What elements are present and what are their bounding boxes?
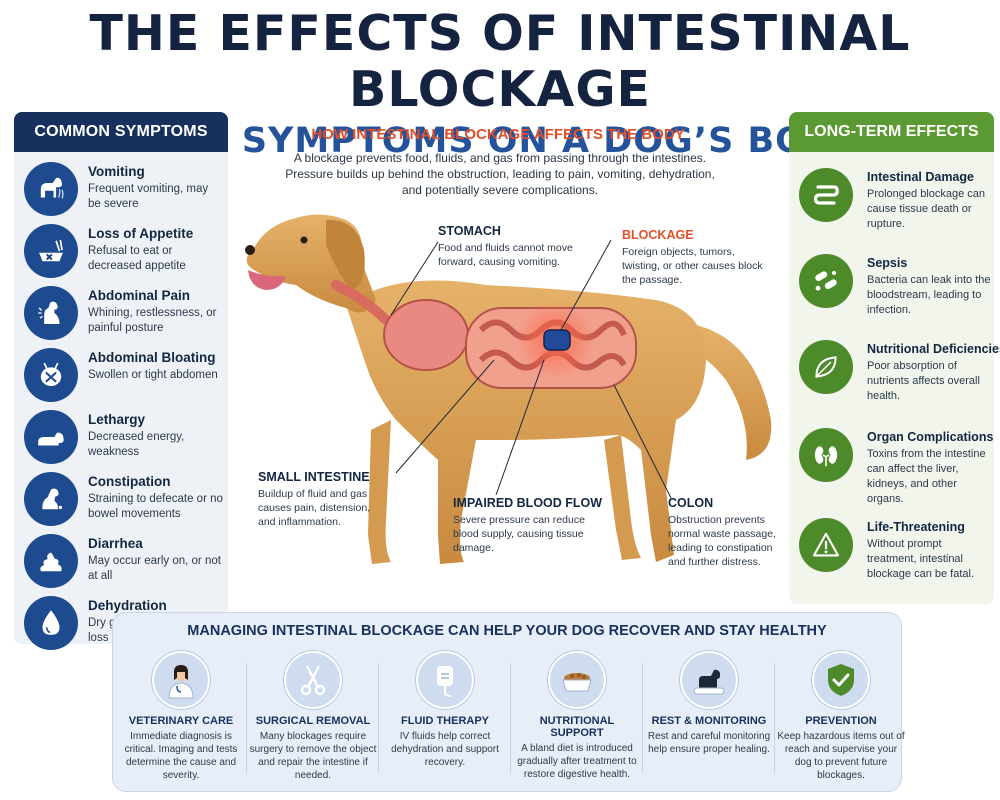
card-nutritional-support: NUTRITIONAL SUPPORT A bland diet is intr…: [513, 649, 641, 787]
label-impaired-blood-flow: IMPAIRED BLOOD FLOW Severe pressure can …: [453, 496, 603, 554]
dog-back-leg: [604, 435, 641, 560]
symptom-abdominal-pain: Abdominal Pain Whining, restlessness, or…: [20, 286, 226, 346]
dog-tongue: [248, 270, 286, 290]
blockage-object: [543, 329, 571, 351]
food-bowl-icon: [24, 224, 78, 278]
bacteria-icon: [799, 254, 853, 308]
scissors-icon: [284, 651, 342, 709]
iv-bag-icon: [416, 651, 474, 709]
stomach-organ: [383, 299, 469, 371]
dog-ear: [326, 219, 365, 290]
management-panel: MANAGING INTESTINAL BLOCKAGE CAN HELP YO…: [112, 612, 905, 792]
management-heading: MANAGING INTESTINAL BLOCKAGE CAN HELP YO…: [187, 623, 827, 639]
sitting-dog-icon: [24, 286, 78, 340]
dog-anatomy-illustration: [245, 214, 772, 564]
warning-icon: [799, 518, 853, 572]
straining-dog-icon: [24, 472, 78, 526]
symptom-desc: Refusal to eat or decreased appetite: [88, 245, 186, 272]
resting-dog-icon: [680, 651, 738, 709]
symptom-loss-of-appetite: Loss of Appetite Refusal to eat or decre…: [20, 224, 226, 284]
symptom-title: Loss of Appetite: [88, 226, 194, 241]
intestine-icon: [799, 168, 853, 222]
label-colon: COLON Obstruction prevents normal waste …: [668, 496, 776, 568]
symptom-desc: May occur early on, or not at all: [88, 555, 221, 582]
effect-intestinal-damage: Intestinal Damage Prolonged blockage can…: [797, 168, 992, 248]
card-prevention: PREVENTION Keep hazardous items out of r…: [777, 649, 905, 787]
title-line-2: AND SYMPTOMS ON A DOG’S BODY: [140, 121, 860, 161]
common-symptoms-heading: COMMON SYMPTOMS: [14, 112, 228, 152]
dog-food-bowl-icon: [548, 651, 606, 709]
leaf-icon: [799, 340, 853, 394]
dog-tail: [688, 325, 772, 460]
bloated-belly-icon: [24, 348, 78, 402]
symptom-constipation: Constipation Straining to defecate or no…: [20, 472, 226, 532]
label-small-intestine: SMALL INTESTINE Buildup of fluid and gas…: [258, 470, 371, 528]
effect-nutritional-deficiencies: Nutritional Deficiencies Poor absorption…: [797, 340, 1000, 420]
lying-dog-icon: [24, 410, 78, 464]
label-blockage: BLOCKAGE Foreign objects, tumors, twisti…: [622, 228, 763, 286]
symptom-vomiting: Vomiting Frequent vomiting, may be sever…: [20, 162, 226, 222]
kidneys-icon: [799, 428, 853, 482]
symptom-abdominal-bloating: Abdominal Bloating Swollen or tight abdo…: [20, 348, 226, 408]
center-description: A blockage prevents food, fluids, and ga…: [285, 151, 715, 197]
dog-nose: [245, 245, 255, 255]
effect-organ-complications: Organ Complications Toxins from the inte…: [797, 428, 993, 508]
title-line-1: THE EFFECTS OF INTESTINAL BLOCKAGE: [89, 5, 911, 118]
symptom-title: Lethargy: [88, 412, 146, 427]
card-rest-monitoring: REST & MONITORING Rest and careful monit…: [645, 649, 773, 787]
effect-sepsis: Sepsis Bacteria can leak into the bloods…: [797, 254, 992, 334]
symptom-diarrhea: Diarrhea May occur early on, or not at a…: [20, 534, 226, 594]
shield-check-icon: [812, 651, 870, 709]
water-drop-icon: [24, 596, 78, 650]
symptom-title: Diarrhea: [88, 536, 143, 551]
stool-icon: [24, 534, 78, 588]
label-stomach: STOMACH Food and fluids cannot move forw…: [438, 224, 573, 268]
long-term-effects-heading: LONG-TERM EFFECTS: [789, 112, 994, 152]
card-veterinary-care: VETERINARY CARE Immediate diagnosis is c…: [117, 649, 245, 787]
symptom-desc: Swollen or tight abdomen: [88, 369, 218, 381]
symptom-title: Abdominal Pain: [88, 288, 191, 303]
common-symptoms-panel: COMMON SYMPTOMS Vomiting Frequent vomiti…: [14, 112, 228, 650]
symptom-lethargy: Lethargy Decreased energy, weakness: [20, 410, 226, 470]
page-title: THE EFFECTS OF INTESTINAL BLOCKAGE AND S…: [0, 6, 1000, 162]
long-term-effects-panel: LONG-TERM EFFECTS Intestinal Damage Prol…: [789, 112, 1000, 604]
symptom-desc: Frequent vomiting, may be severe: [88, 183, 209, 210]
symptom-title: Constipation: [88, 474, 171, 489]
symptom-title: Vomiting: [88, 164, 145, 179]
vomiting-dog-icon: [24, 162, 78, 216]
dog-eye: [300, 236, 308, 244]
symptom-desc: Straining to defecate or no bowel moveme…: [88, 493, 223, 520]
symptom-desc: Decreased energy, weakness: [88, 431, 185, 458]
symptom-title: Dehydration: [88, 598, 167, 613]
symptom-title: Abdominal Bloating: [88, 350, 216, 365]
center-heading: HOW INTESTINAL BLOCKAGE AFFECTS THE BODY: [311, 126, 685, 143]
effect-life-threatening: Life-Threatening Without prompt treatmen…: [797, 518, 992, 598]
card-surgical-removal: SURGICAL REMOVAL Many blockages require …: [249, 649, 377, 787]
symptom-desc: Whining, restlessness, or painful postur…: [88, 307, 217, 334]
card-fluid-therapy: FLUID THERAPY IV fluids help correct deh…: [381, 649, 509, 787]
dog-front-leg: [368, 420, 391, 564]
veterinarian-icon: [152, 651, 210, 709]
esophagus: [331, 280, 391, 325]
